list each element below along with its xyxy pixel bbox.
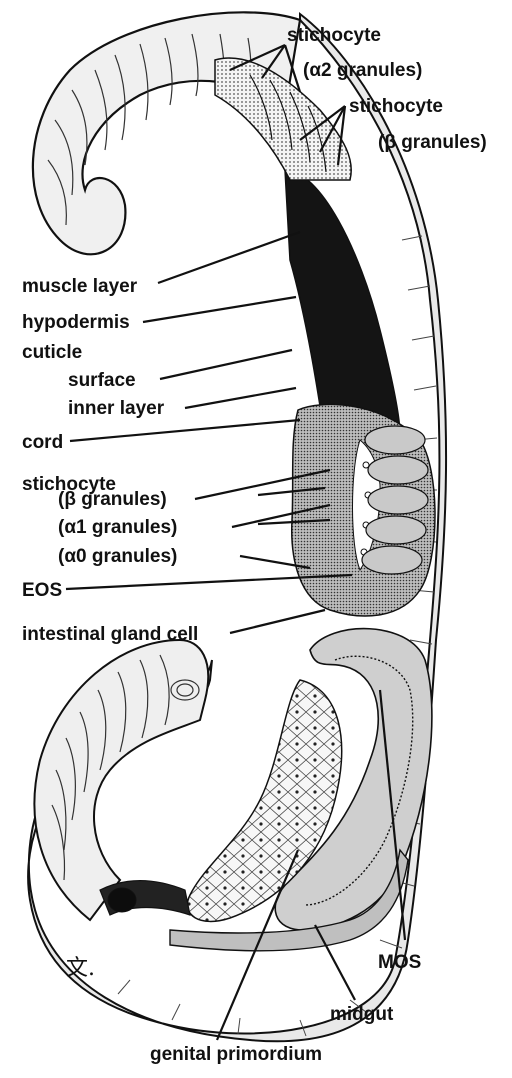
tail-opening bbox=[108, 888, 136, 912]
label-stichocyte-beta-top-title: stichocyte bbox=[349, 96, 443, 117]
leader-hypodermis bbox=[143, 297, 296, 322]
leader-surface bbox=[160, 350, 292, 379]
leader-inner bbox=[185, 388, 296, 408]
label-cord: cord bbox=[22, 432, 63, 453]
label-muscle-layer: muscle layer bbox=[22, 276, 138, 297]
leader-muscle bbox=[158, 232, 300, 283]
label-inner-layer: inner layer bbox=[68, 398, 165, 419]
leader-cord bbox=[70, 420, 300, 441]
label-intestinal-gland-cell: intestinal gland cell bbox=[22, 624, 198, 645]
label-mos: MOS bbox=[378, 952, 421, 973]
label-beta-granules: (β granules) bbox=[58, 489, 167, 510]
label-cuticle: cuticle bbox=[22, 342, 82, 363]
label-alpha0-granules: (α0 granules) bbox=[58, 546, 177, 567]
label-hypodermis: hypodermis bbox=[22, 312, 130, 333]
label-stichocyte-alpha2-title: stichocyte bbox=[287, 25, 381, 46]
label-stichocyte-alpha2-sub: (α2 granules) bbox=[303, 60, 422, 81]
label-midgut: midgut bbox=[330, 1004, 394, 1025]
label-stichocyte-beta-top-sub: (β granules) bbox=[378, 132, 487, 153]
label-genital-primordium: genital primordium bbox=[150, 1044, 322, 1065]
artist-signature: 文. bbox=[66, 956, 95, 981]
label-alpha1-granules: (α1 granules) bbox=[58, 517, 177, 538]
label-eos: EOS bbox=[22, 580, 62, 601]
leader-intestinal bbox=[230, 610, 325, 633]
label-surface: surface bbox=[68, 370, 136, 391]
